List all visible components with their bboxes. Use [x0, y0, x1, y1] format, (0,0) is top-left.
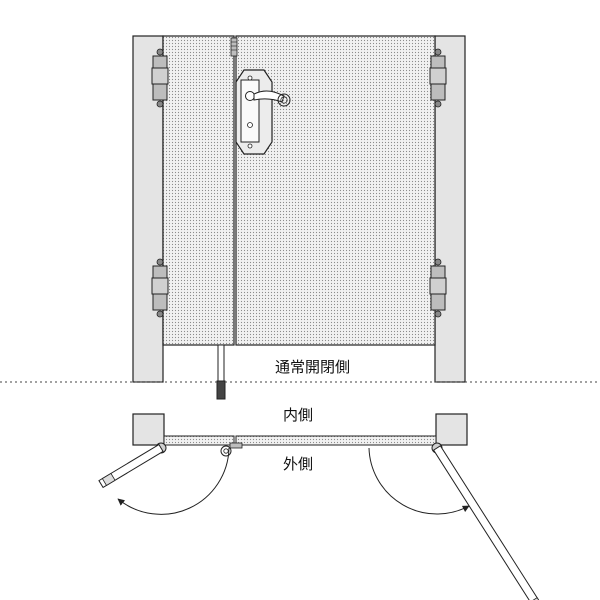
lever-handle-icon [235, 69, 291, 155]
plan-drop-rod [220, 445, 232, 457]
normal-open-side-label: 通常開閉側 [275, 358, 350, 376]
plan-right-post [435, 413, 468, 446]
curved-arrow-icon [117, 447, 230, 515]
curved-arrow-icon [368, 447, 470, 515]
outside-label: 外側 [283, 455, 313, 473]
top-latch-plate [230, 37, 238, 57]
left-leaf-open [98, 443, 164, 489]
plan-view: 内側 外側 [98, 406, 549, 600]
hinge-icon [429, 48, 447, 108]
hinge-icon [151, 48, 169, 108]
elevation-view: 通常開閉側 [0, 35, 600, 400]
plan-left-post [132, 413, 165, 446]
hinge-icon [151, 258, 169, 318]
plan-left-leaf [163, 435, 235, 446]
drop-rod-icon [216, 344, 226, 400]
inside-label: 内側 [283, 406, 313, 424]
right-leaf-open [432, 445, 549, 600]
hinge-icon [429, 258, 447, 318]
plan-right-leaf [235, 435, 437, 446]
left-door-leaf [162, 35, 235, 346]
